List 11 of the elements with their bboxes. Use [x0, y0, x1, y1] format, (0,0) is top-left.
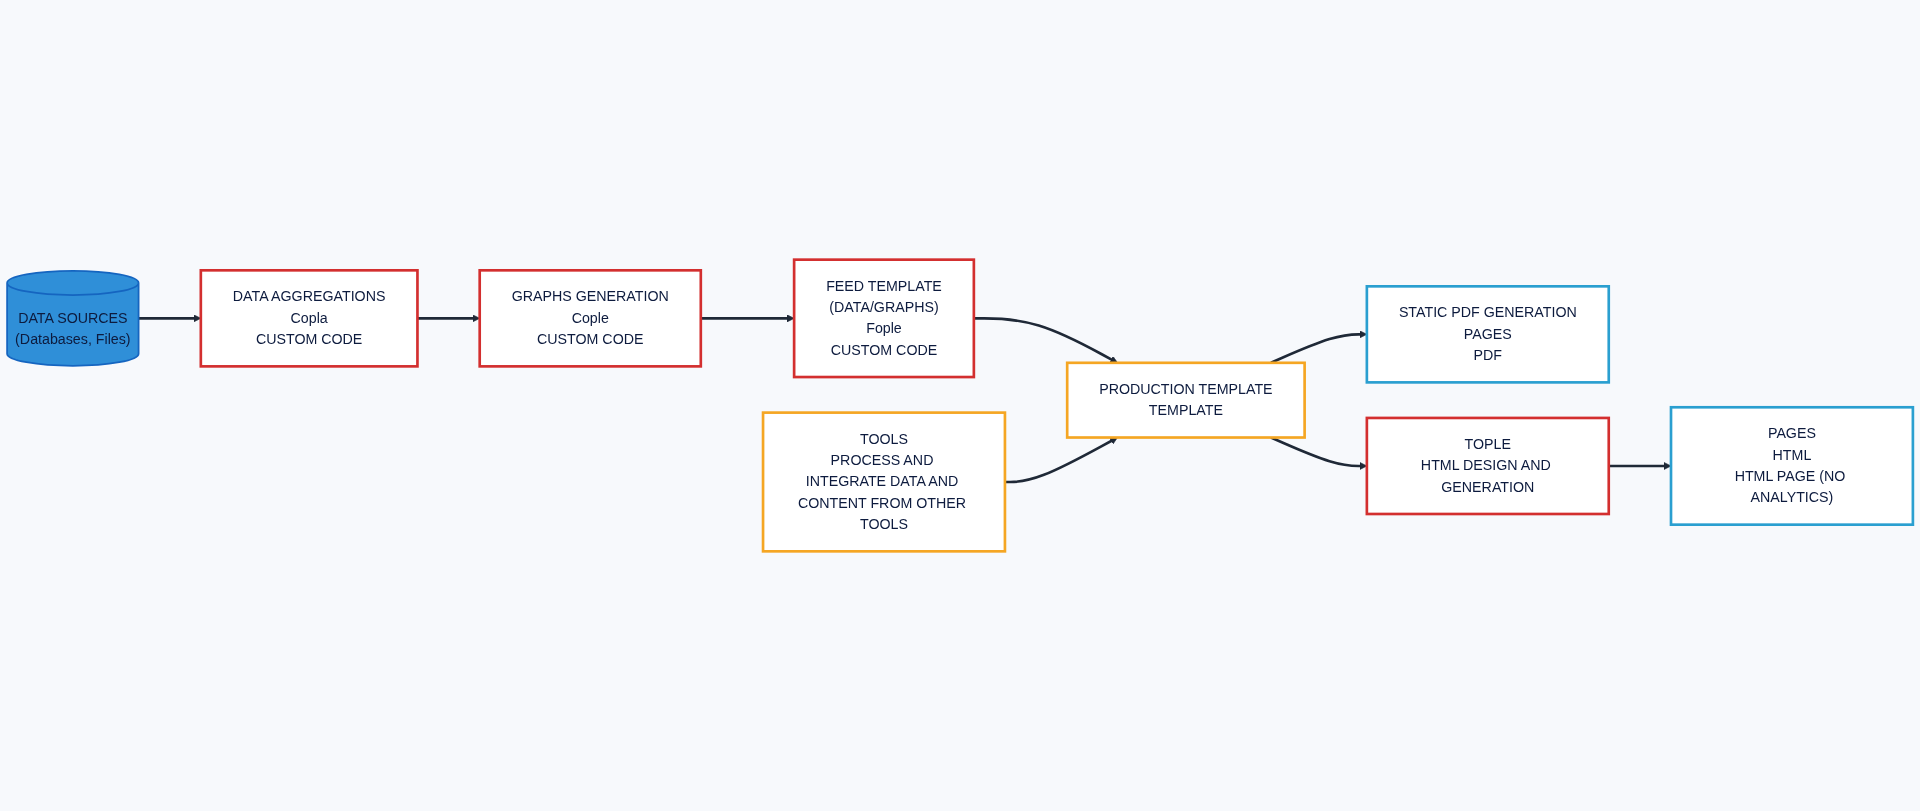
node-box: PRODUCTION TEMPLATE TEMPLATE [1065, 361, 1306, 439]
node-box: FEED TEMPLATE (DATA/GRAPHS) Fople CUSTOM CODE [792, 258, 976, 379]
node-box: STATIC PDF GENERATION PAGES PDF [1365, 285, 1611, 384]
arrow [1004, 437, 1118, 484]
node-box: TOOLS PROCESS AND INTEGRATE DATA AND CONTENT FROM OTHER TOOLS [761, 411, 1007, 553]
node-box: PAGES HTML HTML PAGE (NO ANALYTICS) [1669, 405, 1915, 526]
node-box: GRAPHS GENERATION Cople CUSTOM CODE [478, 269, 703, 368]
arrow [700, 314, 795, 323]
arrow [1608, 462, 1672, 470]
node-box: DATA AGGREGATIONS Copla CUSTOM CODE [199, 269, 419, 368]
node-box: TOPLE HTML DESIGN AND GENERATION [1365, 416, 1611, 516]
